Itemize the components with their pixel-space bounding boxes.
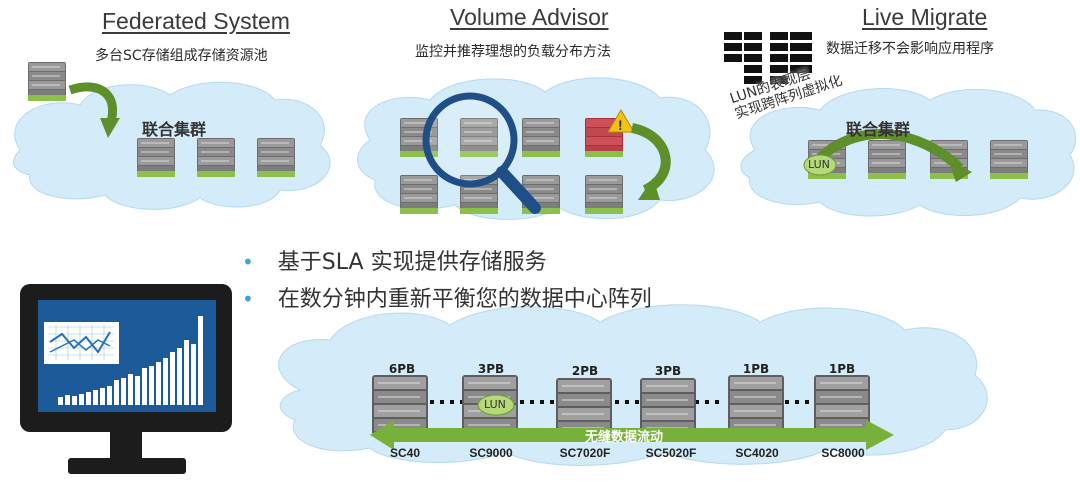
- lun-label-top: LUN: [808, 158, 830, 171]
- live-migrate-arrow-icon: [816, 129, 964, 172]
- title-federated: Federated System: [102, 8, 290, 34]
- cloud-label-federated: 联合集群: [142, 120, 207, 139]
- lun-icon: [477, 394, 515, 416]
- array-server-icon: [813, 374, 871, 436]
- array-capacity: 3PB: [477, 362, 505, 376]
- title-volume-advisor: Volume Advisor: [450, 4, 609, 30]
- array-capacity: 6PB: [388, 362, 416, 376]
- subtitle-live-migrate: 数据迁移不会影响应用程序: [826, 41, 994, 57]
- array-capacity: 3PB: [654, 364, 682, 378]
- bullet-text: 基于SLA 实现提供存储服务: [277, 250, 547, 275]
- magnifier-icon: [422, 92, 518, 188]
- array-capacity: 1PB: [742, 362, 770, 376]
- array-capacity: 2PB: [571, 364, 599, 378]
- bullet-item: •基于SLA 实现提供存储服务: [242, 250, 547, 275]
- federated-diagram: [27, 61, 296, 178]
- array-model: SC8000: [821, 446, 865, 460]
- subtitle-volume-advisor: 监控并推荐理想的负载分布方法: [415, 44, 611, 60]
- array-server-icon: [371, 374, 429, 436]
- array-model: SC4020: [735, 446, 779, 460]
- data-flow-arrow-icon: [370, 420, 894, 450]
- title-live-migrate: Live Migrate: [862, 4, 988, 30]
- warning-icon: [607, 109, 635, 133]
- array-capacity: 1PB: [828, 362, 856, 376]
- array-model: SC40: [389, 446, 421, 460]
- application-hosts-icon: [724, 32, 812, 84]
- bullet-text: 在数分钟内重新平衡您的数据中心阵列: [277, 287, 652, 312]
- live-migrate-diagram: [724, 32, 1029, 182]
- array-model: SC5020F: [645, 446, 697, 460]
- array-model: SC9000: [469, 446, 513, 460]
- bullet-item: •在数分钟内重新平衡您的数据中心阵列: [242, 287, 652, 312]
- array-model: SC7020F: [559, 446, 611, 460]
- monitor-icon: [20, 284, 232, 474]
- cloud-live-migrate: [740, 88, 1077, 217]
- svg-text:!: !: [618, 117, 623, 133]
- cloud-label-live-migrate: 联合集群: [846, 120, 911, 139]
- cloud-bottom: [278, 304, 988, 466]
- array-server-icon: [727, 374, 785, 436]
- subtitle-federated: 多台SC存储组成存储资源池: [95, 48, 268, 64]
- flow-label: 无缝数据流动: [585, 430, 664, 445]
- volume-advisor-diagram: !: [399, 92, 671, 215]
- lun-icon: [803, 154, 837, 176]
- migrate-arrow-icon: [68, 82, 118, 127]
- lun-label-bottom: LUN: [484, 398, 506, 411]
